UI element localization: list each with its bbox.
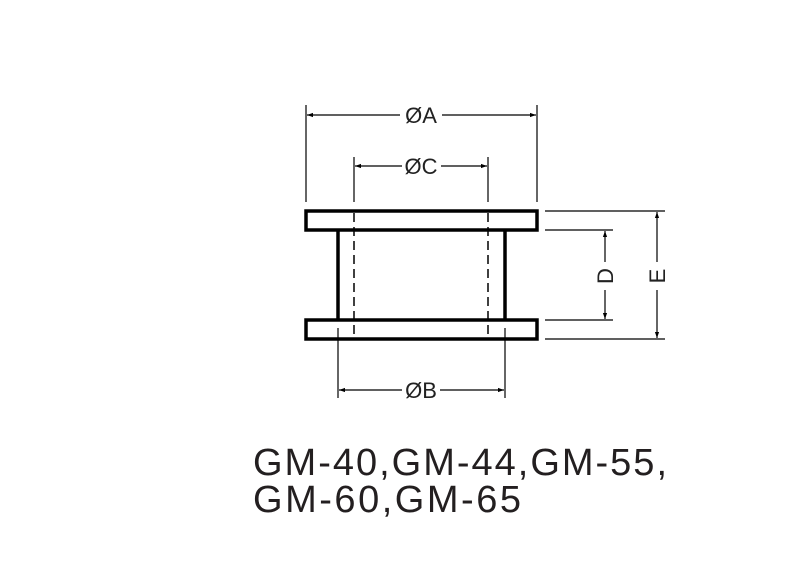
- top-flange: [304, 209, 539, 232]
- dim-d-label: D: [593, 268, 618, 284]
- model-list-line-2: GM-60,GM-65: [253, 479, 521, 521]
- hidden-bore-lines: [353, 213, 489, 337]
- part-outline: [304, 209, 539, 341]
- extension-lines: [305, 105, 665, 398]
- bottom-flange: [304, 318, 539, 341]
- dimension-lines: [307, 112, 660, 393]
- dim-e-label: E: [645, 269, 670, 284]
- dim-a-label: ØA: [405, 103, 437, 128]
- dim-c-label: ØC: [405, 154, 438, 179]
- dim-b-label: ØB: [405, 378, 437, 403]
- model-list-line-1: GM-40,GM-44,GM-55,: [253, 442, 667, 484]
